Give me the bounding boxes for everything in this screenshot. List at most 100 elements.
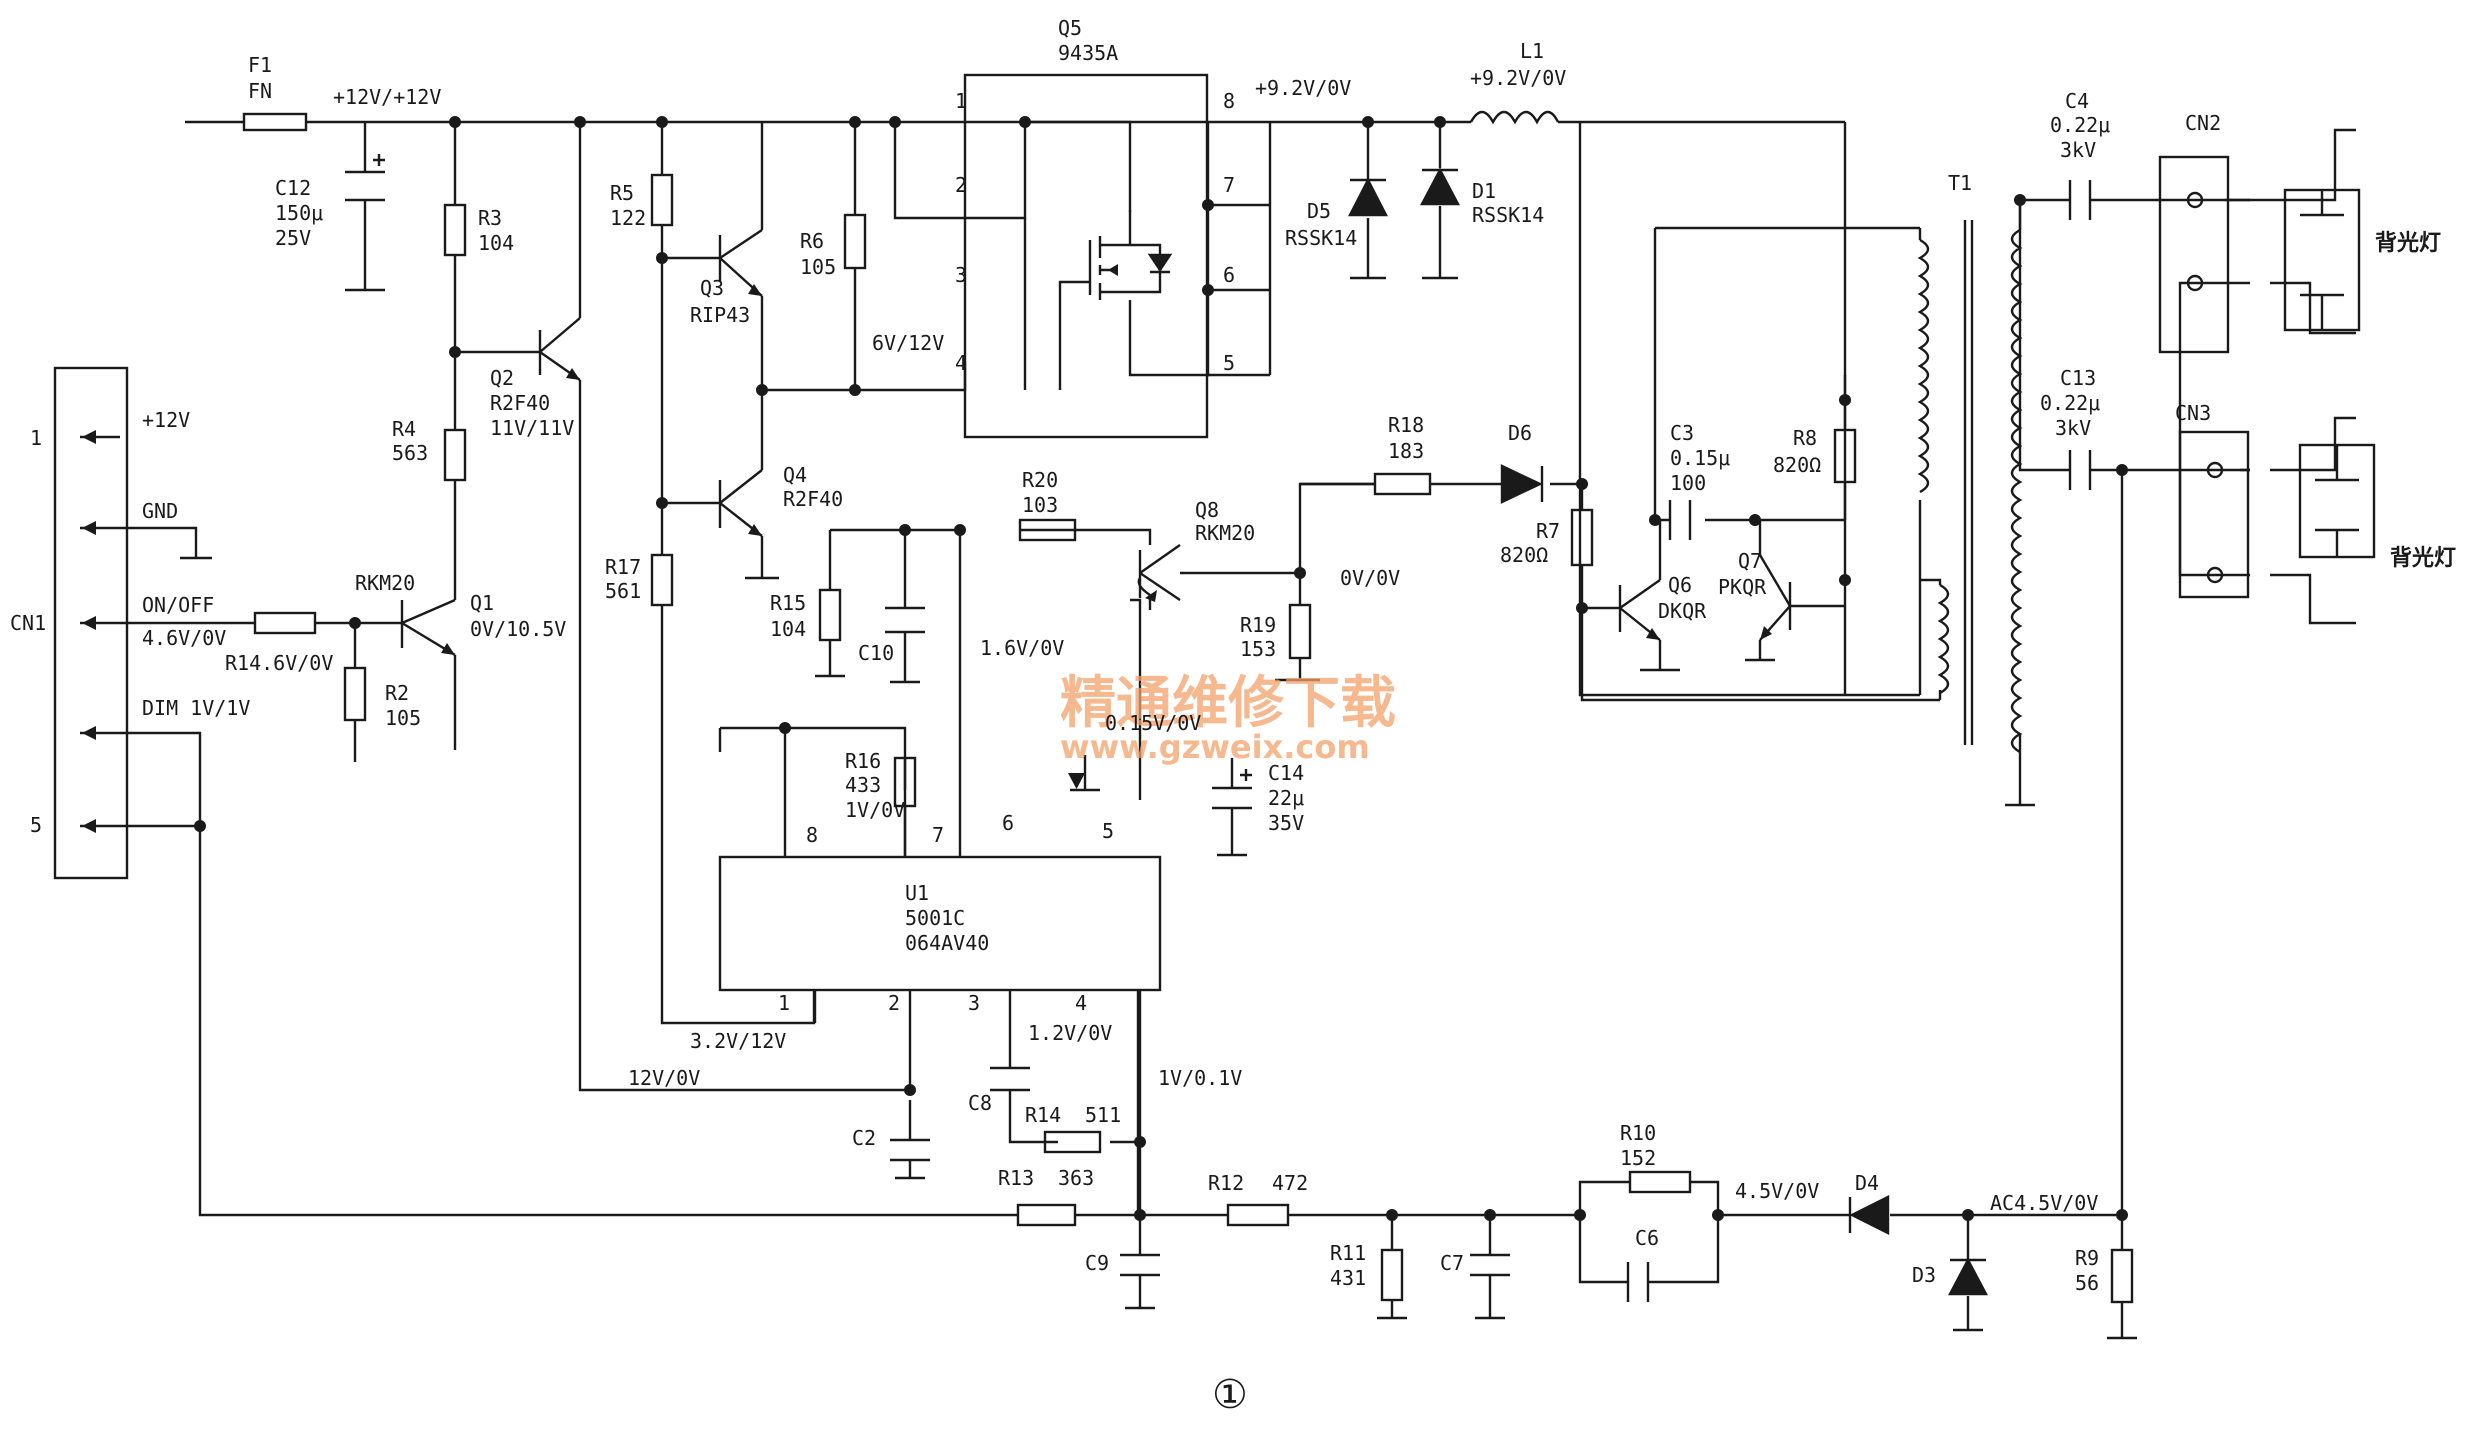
- r10-ref: R10: [1620, 1121, 1656, 1145]
- d4-ref: D4: [1855, 1171, 1879, 1195]
- transistor-q8: [1138, 544, 1181, 601]
- r14-val: 511: [1085, 1103, 1121, 1127]
- c3-ref: C3: [1670, 421, 1694, 445]
- c12-val2: 25V: [275, 226, 311, 250]
- diode-d6: [1500, 464, 1543, 504]
- net-12v-rail: +12V/+12V: [333, 85, 441, 109]
- net-onoff-voltage: 4.6V/0V: [142, 626, 226, 650]
- symbols: [53, 73, 2376, 1304]
- cn3-connector: [2178, 430, 2250, 599]
- r13-ref: R13: [998, 1166, 1034, 1190]
- c12-ref: C12: [275, 176, 311, 200]
- r2-val: 105: [385, 706, 421, 730]
- q8-val: RKM20: [1195, 521, 1255, 545]
- r18-ref: R18: [1388, 413, 1424, 437]
- capacitor-c8: [990, 1066, 1030, 1092]
- r13-val: 363: [1058, 1166, 1094, 1190]
- net-6v12v: 6V/12V: [872, 331, 944, 355]
- resistor-r14: [1043, 1130, 1102, 1154]
- q5-ref: Q5: [1058, 16, 1082, 40]
- transformer-t1-hv-winding: [2010, 228, 2023, 754]
- q1-type: RKM20: [355, 571, 415, 595]
- q2-ref: Q2: [490, 366, 514, 390]
- capacitor-c10: [885, 606, 925, 634]
- r17-val: 561: [605, 579, 641, 603]
- diode-d1: [1420, 167, 1460, 206]
- net-gnd-pin: GND: [142, 499, 178, 523]
- r4-ref: R4: [392, 417, 416, 441]
- r16-val1: 433: [845, 773, 881, 797]
- r5-ref: R5: [610, 181, 634, 205]
- r5-val: 122: [610, 206, 646, 230]
- q3-ref: Q3: [700, 276, 724, 300]
- capacitor-c4: [2068, 180, 2092, 220]
- c6-ref: C6: [1635, 1226, 1659, 1250]
- resistor-r16: [893, 756, 917, 808]
- r4-val: 563: [392, 441, 428, 465]
- f1-ref: F1: [248, 53, 272, 77]
- wires: [80, 120, 2356, 1340]
- r12-val: 472: [1272, 1171, 1308, 1195]
- resistor-r19: [1288, 603, 1312, 660]
- r16-val2: 1V/0V: [845, 798, 905, 822]
- c4-val1: 0.22μ: [2050, 113, 2110, 137]
- junctions: [349, 116, 2128, 1221]
- backlight-label-1: 背光灯: [2375, 231, 2441, 256]
- r20-val: 103: [1022, 493, 1058, 517]
- net-0v15: 0.15V/0V: [1105, 711, 1201, 735]
- d1-ref: D1: [1472, 179, 1496, 203]
- net-plus12v-pin: +12V: [142, 408, 190, 432]
- q8-ref: Q8: [1195, 498, 1219, 522]
- c14-val1: 22μ: [1268, 786, 1304, 810]
- d3-ref: D3: [1912, 1263, 1936, 1287]
- r7-ref: R7: [1536, 519, 1560, 543]
- q4-val: R2F40: [783, 487, 843, 511]
- u1-val2: 064AV40: [905, 931, 989, 955]
- net-ac4v5: AC4.5V/0V: [1990, 1191, 2098, 1215]
- q6-ref: Q6: [1668, 573, 1692, 597]
- q5-pin4: 4: [955, 351, 967, 375]
- q6-val: DKQR: [1658, 599, 1707, 623]
- c13-ref: C13: [2060, 366, 2096, 390]
- r8-val: 820Ω: [1773, 453, 1821, 477]
- r14-ref: R14: [1025, 1103, 1061, 1127]
- q7-ref: Q7: [1738, 549, 1762, 573]
- r14a-ref: R14.6V/0V: [225, 651, 333, 675]
- net-4v5: 4.5V/0V: [1735, 1179, 1819, 1203]
- cn2-label: CN2: [2185, 111, 2221, 135]
- u1-pin4: 4: [1075, 991, 1087, 1015]
- d6-ref: D6: [1508, 421, 1532, 445]
- resistor-r17: [650, 553, 674, 607]
- c12-val1: 150μ: [275, 201, 323, 225]
- capacitor-c9: [1120, 1253, 1160, 1277]
- c3-val1: 0.15μ: [1670, 446, 1730, 470]
- u1-pin8: 8: [806, 823, 818, 847]
- cn1-pin5: 5: [30, 813, 42, 837]
- c3-val2: 100: [1670, 471, 1706, 495]
- net-onoff-pin: ON/OFF: [142, 593, 214, 617]
- resistor-r15: [818, 588, 842, 642]
- t1-ref: T1: [1948, 171, 1972, 195]
- q5-pin3: 3: [955, 263, 967, 287]
- r6-val: 105: [800, 255, 836, 279]
- u1-pin6: 6: [1002, 811, 1014, 835]
- q5-val: 9435A: [1058, 41, 1118, 65]
- watermark-url: www.gzweix.com: [1060, 728, 1370, 766]
- q1-ref: Q1: [470, 591, 494, 615]
- watermark-text: 精通维修下载: [1060, 671, 1396, 736]
- transistor-q3: [718, 229, 763, 297]
- f1-val: FN: [248, 79, 272, 103]
- net-9v2-l1: +9.2V/0V: [1470, 66, 1566, 90]
- u1-ref: U1: [905, 881, 929, 905]
- resistor-r8: [1833, 428, 1857, 484]
- d5-ref: D5: [1307, 199, 1331, 223]
- r15-val: 104: [770, 617, 806, 641]
- net-1v6: 1.6V/0V: [980, 636, 1064, 660]
- q5-pin6: 6: [1223, 263, 1235, 287]
- q5-pin2: 2: [955, 173, 967, 197]
- capacitor-c6: [1626, 1262, 1650, 1302]
- c13-val1: 0.22μ: [2040, 391, 2100, 415]
- r3-ref: R3: [478, 206, 502, 230]
- resistor-r7: [1570, 508, 1594, 567]
